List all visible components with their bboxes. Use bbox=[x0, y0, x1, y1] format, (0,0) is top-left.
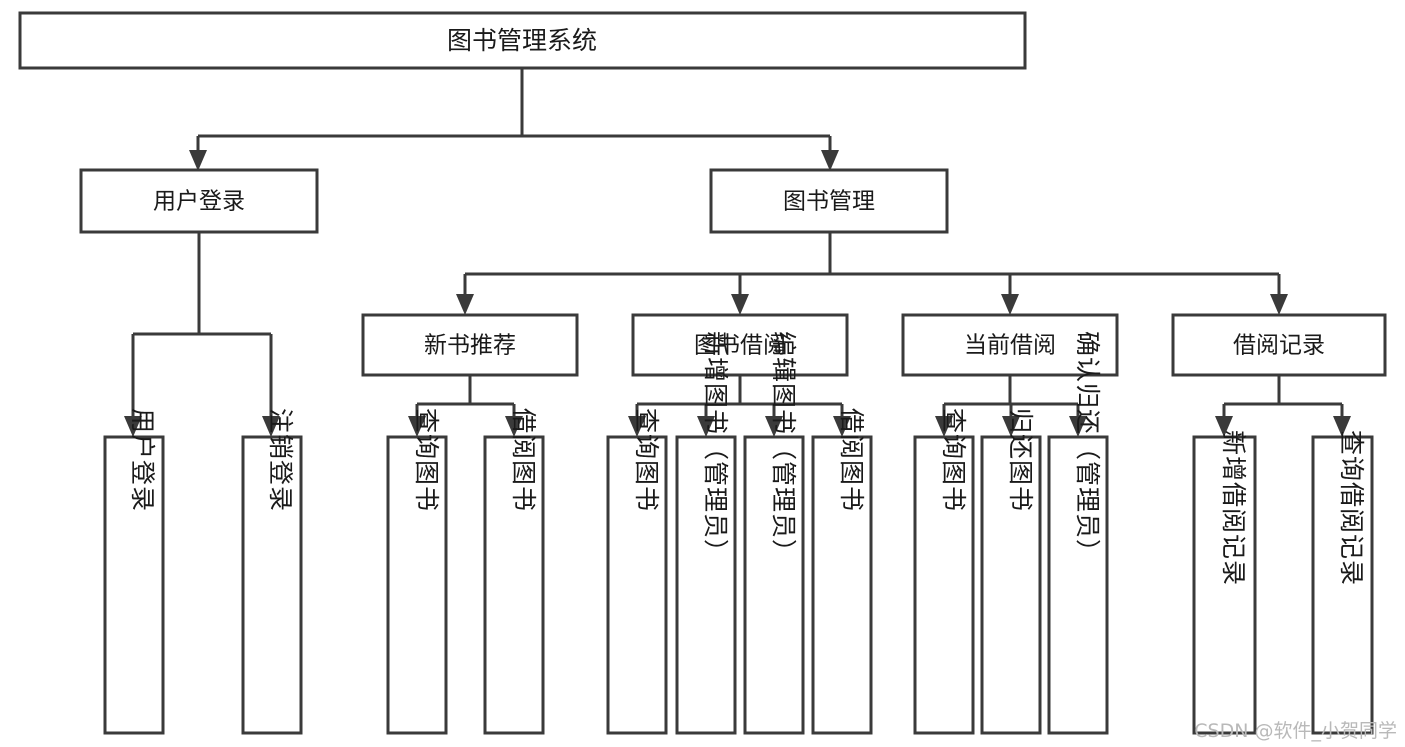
leaf-user-login-0-label: 用户登录 bbox=[128, 408, 157, 512]
leaf-book-borrow-2-label: 编辑图书（管理员） bbox=[769, 331, 798, 565]
node-borrow-records[interactable]: 借阅记录 bbox=[1171, 313, 1387, 377]
leaf-book-borrow-2-box[interactable] bbox=[743, 435, 805, 735]
leaf-current-borrow-0-label: 查询图书 bbox=[939, 408, 968, 512]
node-new-book-recommend-label: 新书推荐 bbox=[424, 333, 516, 359]
arrow-icon-leaf-bb-1 bbox=[697, 416, 715, 437]
node-current-borrow-box[interactable] bbox=[901, 313, 1119, 377]
node-root[interactable]: 图书管理系统 bbox=[18, 11, 1027, 70]
arrow-icon-user-login bbox=[189, 150, 207, 171]
arrow-icon-new-book bbox=[456, 294, 474, 315]
node-borrow-records-box[interactable] bbox=[1171, 313, 1387, 377]
leaf-new-book-1-box[interactable] bbox=[483, 435, 545, 735]
node-user-login[interactable]: 用户登录 bbox=[79, 168, 319, 234]
arrow-icon-leaf-cb-1 bbox=[1002, 416, 1020, 437]
arrow-icon-leaf-ul-1 bbox=[262, 416, 280, 437]
leaf-node[interactable]: 编辑图书（管理员） bbox=[743, 331, 805, 735]
leaf-new-book-0-box[interactable] bbox=[386, 435, 448, 735]
leaf-node[interactable]: 新增图书（管理员） bbox=[675, 331, 737, 735]
arrow-icon-leaf-bb-2 bbox=[765, 416, 783, 437]
leaf-node[interactable]: 新增借阅记录 bbox=[1192, 430, 1257, 735]
leaf-node[interactable]: 注销登录 bbox=[241, 408, 303, 735]
node-user-login-label: 用户登录 bbox=[153, 189, 245, 215]
leaf-node[interactable]: 查询借阅记录 bbox=[1311, 430, 1374, 735]
arrow-icon-leaf-cb-0 bbox=[935, 416, 953, 437]
leaf-node[interactable]: 借阅图书 bbox=[811, 408, 873, 735]
leaf-book-borrow-1-box[interactable] bbox=[675, 435, 737, 735]
leaf-user-login-0-box[interactable] bbox=[103, 435, 165, 735]
leaf-node[interactable]: 归还图书 bbox=[980, 408, 1042, 735]
leaf-borrow-records-0-box[interactable] bbox=[1192, 435, 1257, 735]
leaf-book-borrow-1-label: 新增图书（管理员） bbox=[701, 331, 730, 565]
node-book-borrow[interactable]: 图书借阅 bbox=[631, 313, 849, 377]
arrow-icon-leaf-nb-0 bbox=[408, 416, 426, 437]
leaf-borrow-records-1-box[interactable] bbox=[1311, 435, 1374, 735]
leaf-current-borrow-1-label: 归还图书 bbox=[1006, 408, 1035, 512]
arrow-icon-leaf-bb-0 bbox=[628, 416, 646, 437]
leaf-node[interactable]: 确认归还（管理员） bbox=[1047, 331, 1109, 735]
leaf-user-login-1-box[interactable] bbox=[241, 435, 303, 735]
leaf-node[interactable]: 查询图书 bbox=[606, 408, 668, 735]
arrow-icon-borrow-records bbox=[1270, 294, 1288, 315]
arrow-icon-leaf-nb-1 bbox=[505, 416, 523, 437]
arrow-icon-leaf-br-0 bbox=[1215, 416, 1233, 437]
node-book-manage-box[interactable] bbox=[709, 168, 949, 234]
leaf-book-borrow-3-box[interactable] bbox=[811, 435, 873, 735]
leaf-new-book-1-label: 借阅图书 bbox=[509, 408, 538, 512]
node-book-manage-label: 图书管理 bbox=[783, 189, 875, 215]
leaf-borrow-records-0-label: 新增借阅记录 bbox=[1219, 430, 1248, 586]
leaf-node[interactable]: 用户登录 bbox=[103, 408, 165, 735]
leaf-new-book-0-label: 查询图书 bbox=[412, 408, 441, 512]
arrow-icon-book-manage bbox=[821, 150, 839, 171]
arrow-icon-leaf-br-1 bbox=[1333, 416, 1351, 437]
leaf-book-borrow-0-box[interactable] bbox=[606, 435, 668, 735]
node-book-borrow-box[interactable] bbox=[631, 313, 849, 377]
node-user-login-box[interactable] bbox=[79, 168, 319, 234]
node-current-borrow-label: 当前借阅 bbox=[964, 333, 1056, 359]
watermark-text: CSDN @软件_小贺同学 bbox=[1194, 720, 1397, 742]
leaf-node[interactable]: 查询图书 bbox=[386, 408, 448, 735]
leaf-current-borrow-2-box[interactable] bbox=[1047, 435, 1109, 735]
leaf-current-borrow-0-box[interactable] bbox=[913, 435, 975, 735]
leaf-book-borrow-3-label: 借阅图书 bbox=[837, 408, 866, 512]
arrow-icon-book-borrow bbox=[731, 294, 749, 315]
leaf-current-borrow-2-label: 确认归还（管理员） bbox=[1073, 331, 1102, 565]
leaf-node[interactable]: 查询图书 bbox=[913, 408, 975, 735]
arrowhead-layer bbox=[124, 150, 1351, 437]
node-new-book-recommend[interactable]: 新书推荐 bbox=[361, 313, 579, 377]
node-book-borrow-label: 图书借阅 bbox=[694, 333, 786, 359]
node-new-book-recommend-box[interactable] bbox=[361, 313, 579, 377]
connector-layer bbox=[131, 68, 1344, 418]
leaf-book-borrow-0-label: 查询图书 bbox=[632, 408, 661, 512]
node-current-borrow[interactable]: 当前借阅 bbox=[901, 313, 1119, 377]
node-root-label: 图书管理系统 bbox=[447, 26, 597, 55]
leaf-current-borrow-1-box[interactable] bbox=[980, 435, 1042, 735]
node-borrow-records-label: 借阅记录 bbox=[1233, 333, 1325, 359]
leaf-borrow-records-1-label: 查询借阅记录 bbox=[1337, 430, 1366, 586]
leaf-node[interactable]: 借阅图书 bbox=[483, 408, 545, 735]
node-book-manage[interactable]: 图书管理 bbox=[709, 168, 949, 234]
node-root-box[interactable] bbox=[18, 11, 1027, 70]
arrow-icon-leaf-bb-3 bbox=[833, 416, 851, 437]
leaf-user-login-1-label: 注销登录 bbox=[266, 408, 295, 512]
arrow-icon-leaf-ul-0 bbox=[124, 416, 142, 437]
arrow-icon-current-borrow bbox=[1001, 294, 1019, 315]
arrow-icon-leaf-cb-2 bbox=[1069, 416, 1087, 437]
